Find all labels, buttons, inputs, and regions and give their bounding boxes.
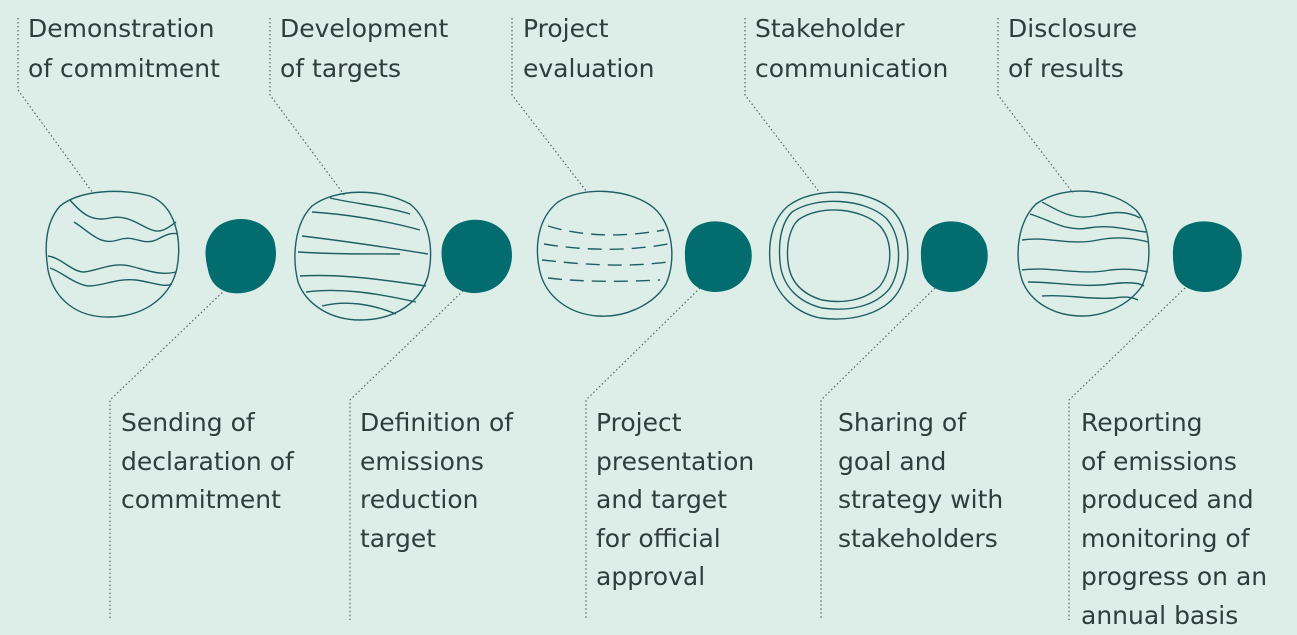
action-label-line: Sending of <box>121 404 294 443</box>
action-label-line: and target <box>596 481 754 520</box>
stage-label-line: Disclosure <box>1008 9 1137 49</box>
action-label-line: reduction <box>360 481 513 520</box>
stage-label-5: Disclosure of results <box>1008 9 1137 89</box>
teal-dot-icon-5 <box>1173 221 1242 292</box>
dashed-globe-icon <box>537 191 671 316</box>
action-label-line: for official <box>596 520 754 559</box>
action-label-2: Definition of emissions reduction target <box>360 404 513 558</box>
teal-dot-icon-4 <box>921 221 988 292</box>
action-label-line: progress on an <box>1081 558 1267 597</box>
action-label-3: Project presentation and target for offi… <box>596 404 754 597</box>
action-label-line: target <box>360 520 513 559</box>
stage-label-line: communication <box>755 49 948 89</box>
teal-dot-icon-3 <box>685 221 752 292</box>
teal-dot-icon-2 <box>442 220 512 293</box>
action-label-line: of emissions <box>1081 443 1267 482</box>
stage-label-3: Project evaluation <box>523 9 655 89</box>
banded-globe-icon <box>295 192 431 320</box>
stage-label-line: Demonstration <box>28 9 220 49</box>
layered-globe-icon <box>1018 191 1149 316</box>
action-label-line: presentation <box>596 443 754 482</box>
action-label-4: Sharing of goal and strategy with stakeh… <box>838 404 1003 558</box>
stage-label-line: Project <box>523 9 655 49</box>
action-label-5: Reporting of emissions produced and moni… <box>1081 404 1267 635</box>
action-label-line: Project <box>596 404 754 443</box>
stage-label-line: Development <box>280 9 448 49</box>
action-label-line: Reporting <box>1081 404 1267 443</box>
action-label-line: emissions <box>360 443 513 482</box>
action-label-1: Sending of declaration of commitment <box>121 404 294 520</box>
stage-label-line: of targets <box>280 49 448 89</box>
action-label-line: annual basis <box>1081 597 1267 635</box>
action-label-line: declaration of <box>121 443 294 482</box>
action-label-line: stakeholders <box>838 520 1003 559</box>
stage-label-line: of results <box>1008 49 1137 89</box>
stage-label-1: Demonstration of commitment <box>28 9 220 89</box>
action-label-line: strategy with <box>838 481 1003 520</box>
stage-label-line: Stakeholder <box>755 9 948 49</box>
teal-dot-icon-1 <box>206 219 276 293</box>
stage-label-2: Development of targets <box>280 9 448 89</box>
stage-label-line: of commitment <box>28 49 220 89</box>
wavy-globe-icon <box>46 191 178 317</box>
action-label-line: approval <box>596 558 754 597</box>
action-label-line: produced and <box>1081 481 1267 520</box>
action-label-line: goal and <box>838 443 1003 482</box>
action-label-line: monitoring of <box>1081 520 1267 559</box>
stage-label-line: evaluation <box>523 49 655 89</box>
ringed-globe-icon <box>770 192 908 319</box>
stage-label-4: Stakeholder communication <box>755 9 948 89</box>
action-label-line: Sharing of <box>838 404 1003 443</box>
action-label-line: Definition of <box>360 404 513 443</box>
action-label-line: commitment <box>121 481 294 520</box>
